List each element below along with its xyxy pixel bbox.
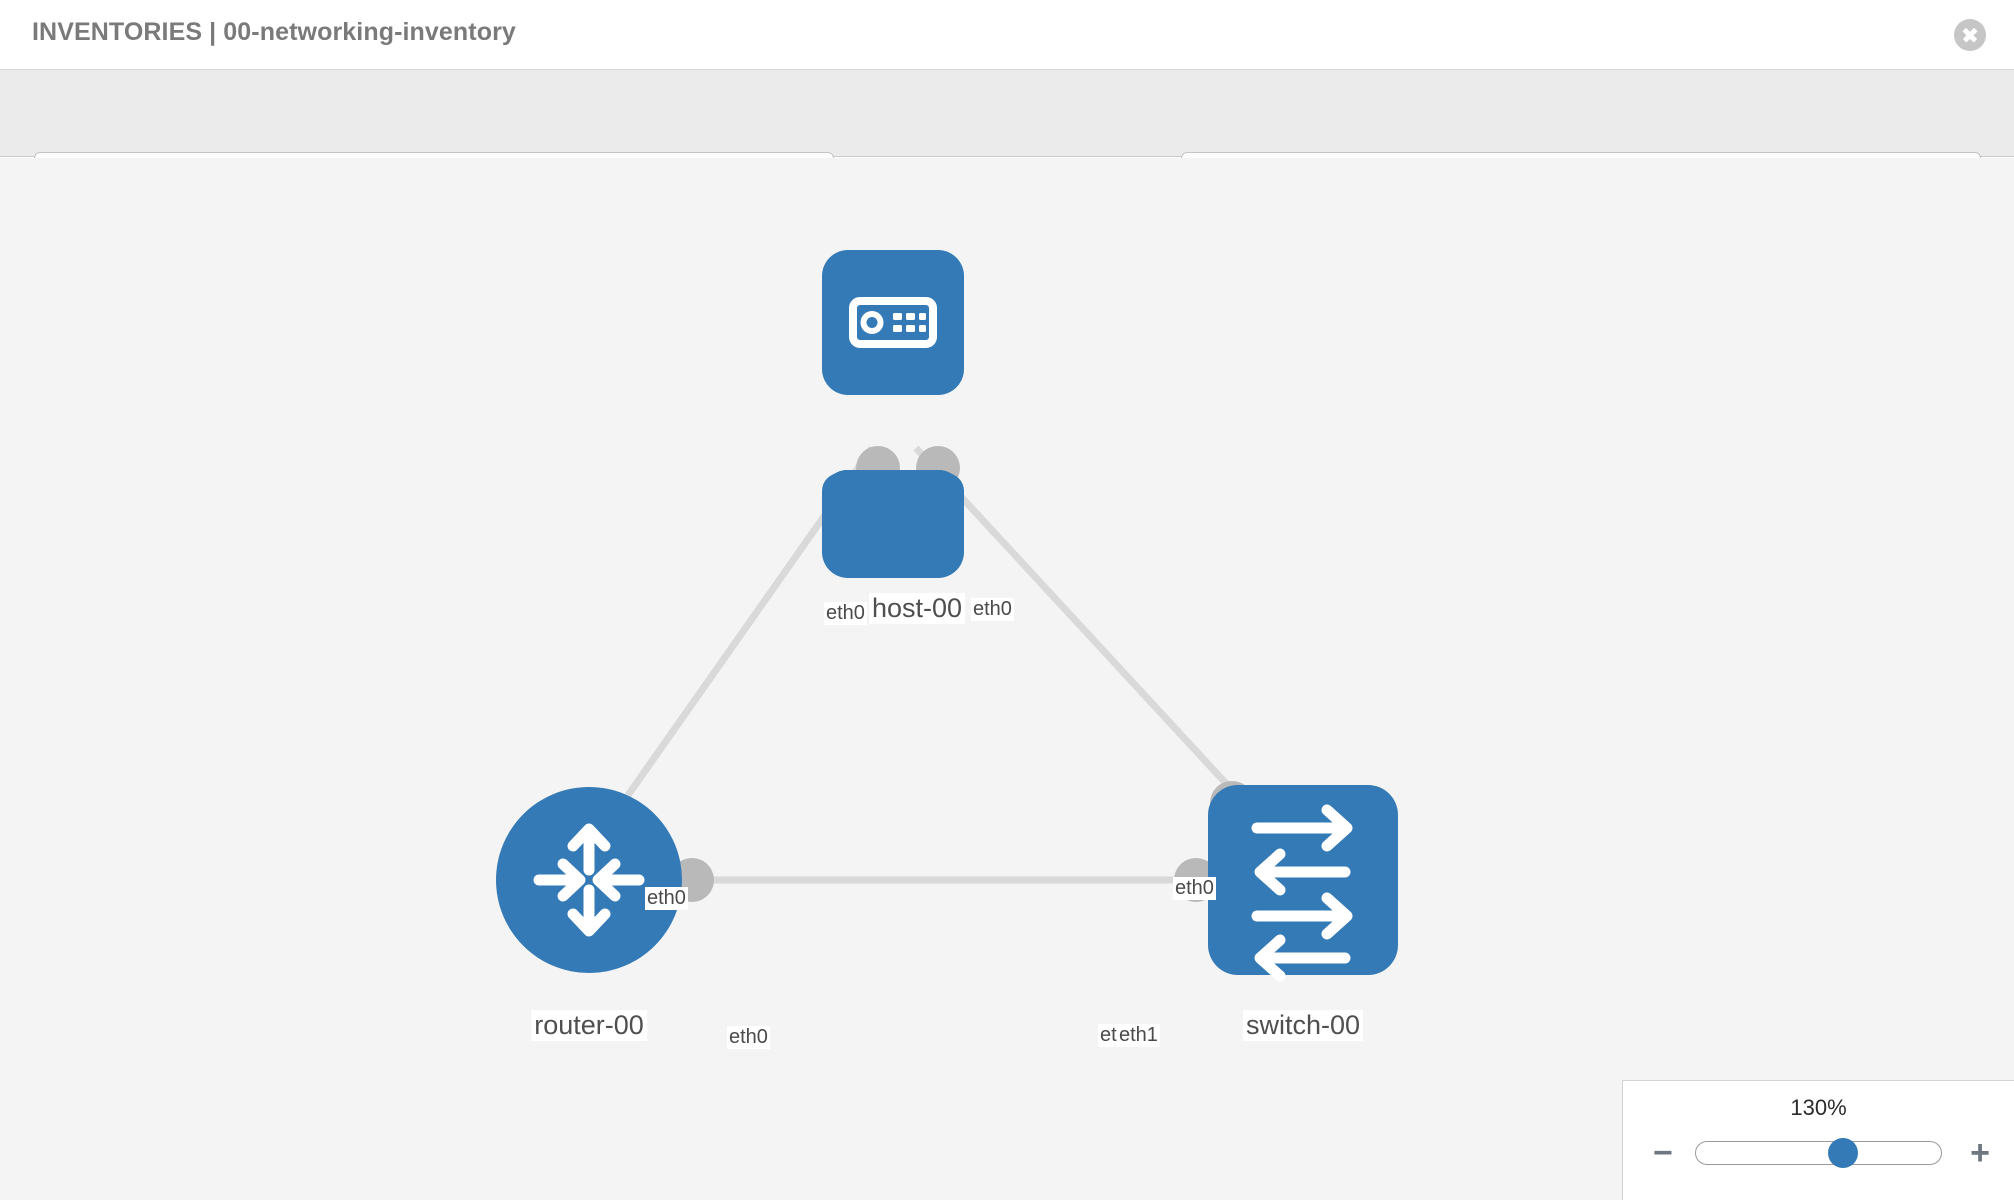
zoom-slider-thumb[interactable]: [1828, 1138, 1858, 1168]
server-icon: [849, 297, 937, 348]
page-header: INVENTORIES | 00-networking-inventory: [0, 0, 2014, 70]
iface-label-host-right: eth0: [971, 598, 1014, 621]
page-title: INVENTORIES | 00-networking-inventory: [32, 18, 516, 46]
node-router-00[interactable]: [496, 787, 682, 973]
node-host-00[interactable]: [822, 250, 964, 578]
iface-label-router-up: eth0: [645, 887, 688, 910]
node-label-host-00: host-00: [868, 593, 966, 624]
topology-canvas[interactable]: host-00 router-00 switch-00 eth0 eth0 et…: [0, 158, 2014, 1200]
switch-arrows-icon: [1251, 804, 1353, 982]
minus-icon[interactable]: −: [1653, 1134, 1673, 1172]
zoom-slider[interactable]: [1695, 1138, 1942, 1168]
node-switch-00[interactable]: [1208, 785, 1398, 982]
iface-label-router-right: eth0: [727, 1026, 770, 1049]
node-label-router-00: router-00: [531, 1010, 647, 1041]
zoom-slider-row: − +: [1623, 1133, 2014, 1173]
node-label-switch-00: switch-00: [1242, 1010, 1364, 1041]
iface-label-switch-left-eth1: eth1: [1117, 1024, 1160, 1047]
close-icon[interactable]: [1954, 19, 1986, 51]
toolbar: ACTIONS SEARC: [0, 70, 2014, 202]
topology-graph: [496, 250, 1398, 982]
link-host-switch[interactable]: [913, 445, 1261, 821]
zoom-level-value: 130%: [1790, 1095, 1847, 1120]
router-arrows-icon: [533, 823, 645, 937]
iface-label-host-left: eth0: [824, 602, 867, 625]
iface-label-switch-up: eth0: [1173, 877, 1216, 900]
plus-icon[interactable]: +: [1970, 1134, 1990, 1172]
zoom-control-panel: 130% − +: [1622, 1080, 2014, 1200]
